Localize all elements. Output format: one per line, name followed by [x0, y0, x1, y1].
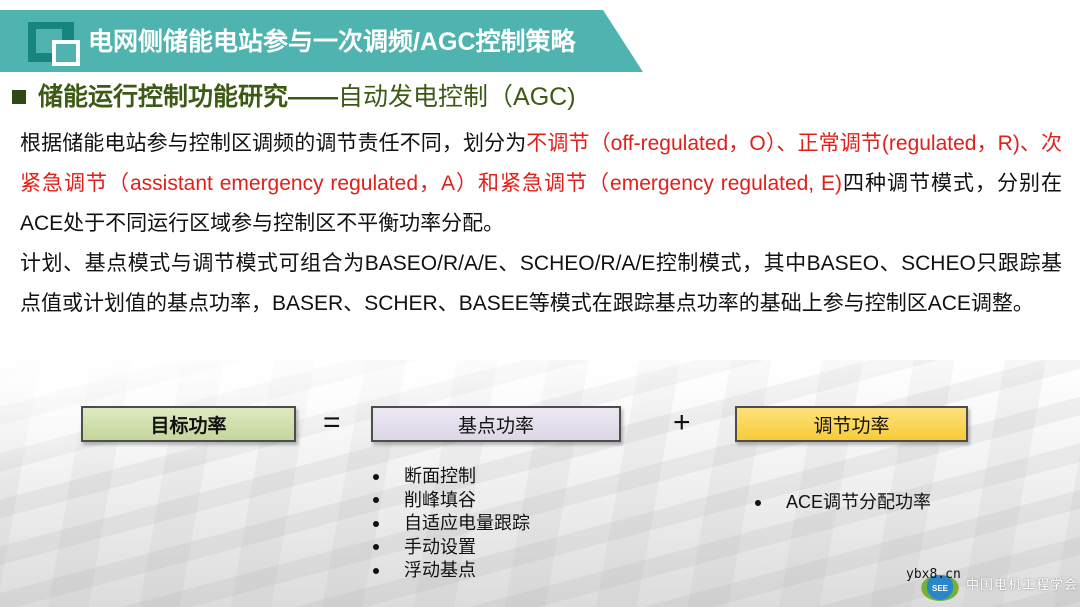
section-heading: 储能运行控制功能研究—— 自动发电控制（AGC) [12, 80, 576, 114]
list-item: ACE调节分配功率 [751, 491, 931, 515]
paragraph-modes-highlight: 不调节（off-regulated，O）、正常调节(regulated，R)、次… [20, 132, 1063, 195]
bullet-dot-icon [373, 520, 379, 527]
list-item: 手动设置 [369, 536, 530, 560]
base-power-list: 断面控制 削峰填谷 自适应电量跟踪 手动设置 浮动基点 [369, 465, 530, 583]
paragraph-modes-tail: 四种调节模式，分别在ACE处于不同运行区域参与控制区不平衡功率分配。 [20, 172, 1062, 235]
bullet-dot-icon [373, 473, 379, 480]
organization-name: 中国电机工程学会 [966, 577, 1079, 592]
background-grid [0, 360, 1080, 607]
list-item: 削峰填谷 [369, 489, 530, 513]
regulation-power-list: ACE调节分配功率 [751, 491, 931, 515]
square-bullet-icon [12, 90, 26, 104]
regulation-power-box: 调节功率 [735, 406, 968, 442]
paragraph-modes: 根据储能电站参与控制区调频的调节责任不同，划分为不调节（off-regulate… [20, 124, 1062, 244]
list-item: 浮动基点 [369, 559, 530, 583]
section-title-light: 自动发电控制（AGC) [338, 83, 576, 111]
section-title-bold: 储能运行控制功能研究—— [38, 83, 339, 111]
watermark: ybx8.cn [906, 567, 961, 582]
plus-sign: + [673, 406, 691, 439]
list-item: 自适应电量跟踪 [369, 512, 530, 536]
bullet-dot-icon [755, 499, 761, 506]
bullet-dot-icon [373, 567, 379, 574]
see-logo-icon: SEE [921, 575, 959, 601]
bullet-dot-icon [373, 497, 379, 504]
base-power-box: 基点功率 [371, 406, 621, 442]
title-banner [0, 10, 643, 72]
overlapping-squares-icon-front [52, 40, 80, 66]
paragraph-combinations: 计划、基点模式与调节模式可组合为BASEO/R/A/E、SCHEO/R/A/E控… [20, 252, 1062, 315]
bullet-dot-icon [373, 544, 379, 551]
equals-sign: = [323, 406, 341, 439]
slide-title: 电网侧储能电站参与一次调频/AGC控制策略 [88, 28, 576, 56]
target-power-box: 目标功率 [81, 406, 296, 442]
paragraph-modes-intro: 根据储能电站参与控制区调频的调节责任不同，划分为 [20, 132, 527, 155]
list-item: 断面控制 [369, 465, 530, 489]
body-text: 根据储能电站参与控制区调频的调节责任不同，划分为不调节（off-regulate… [20, 124, 1062, 324]
